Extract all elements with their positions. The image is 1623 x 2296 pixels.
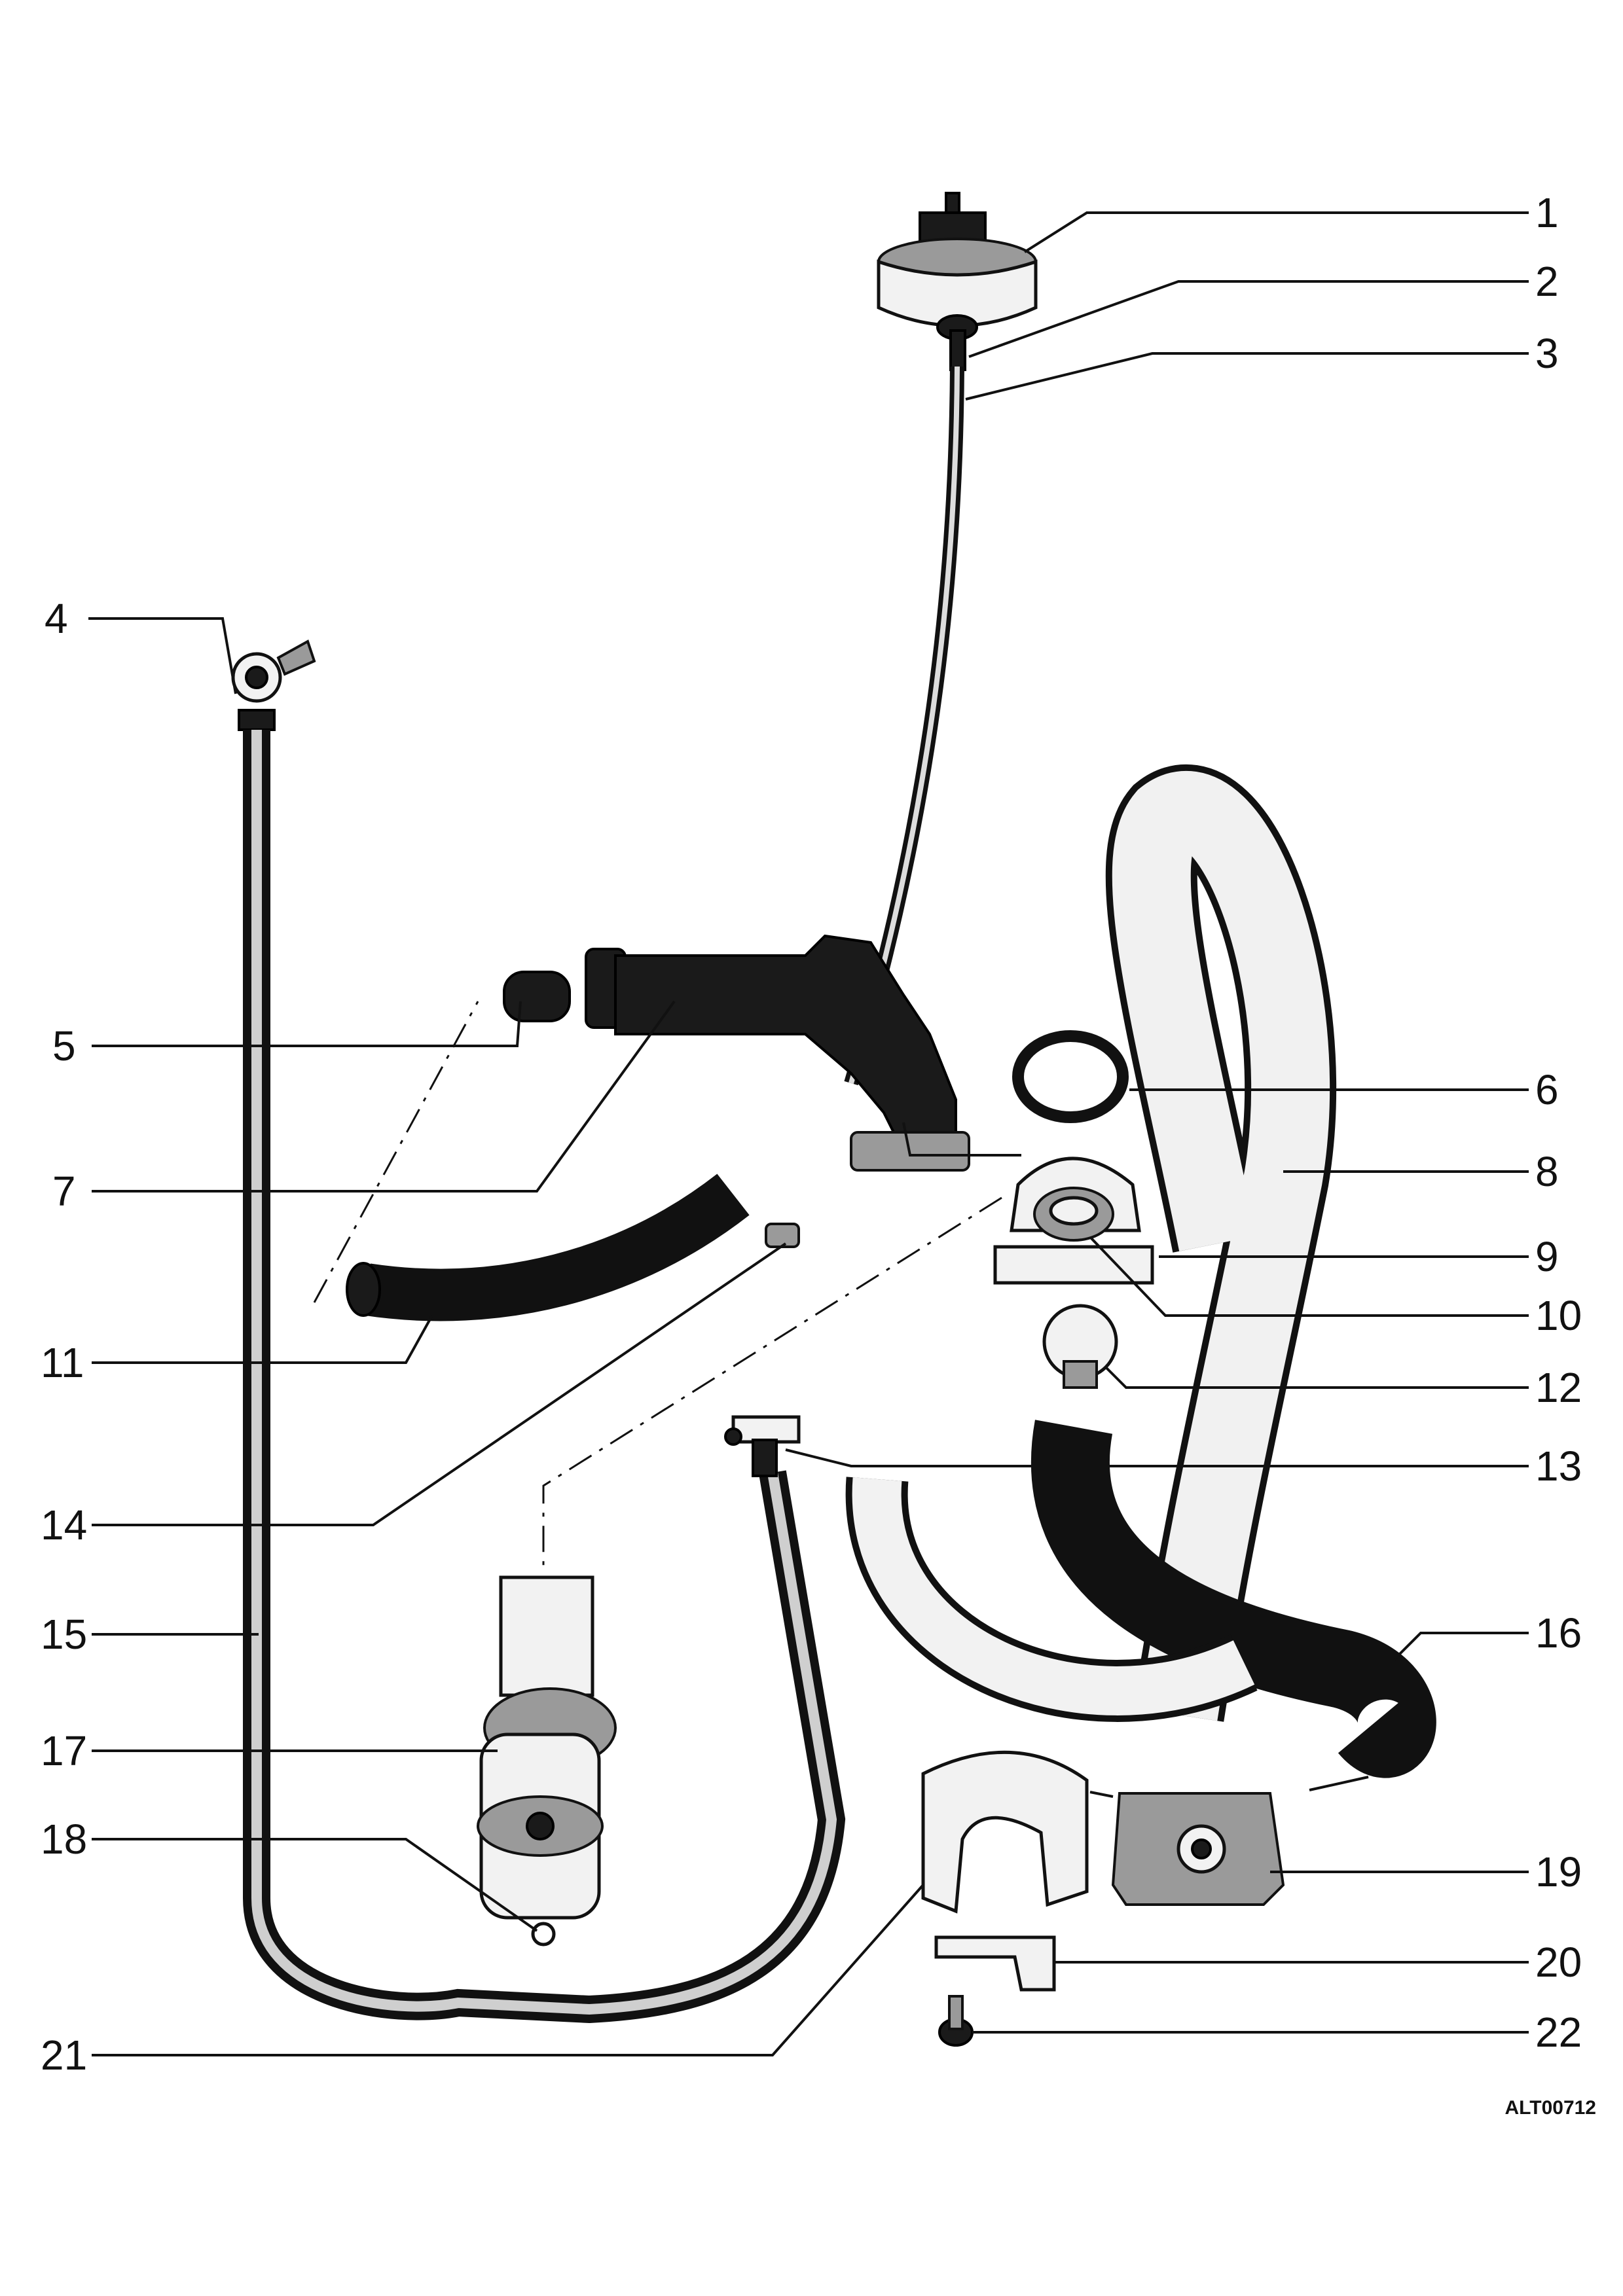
part-filter (477, 1575, 617, 1946)
part-black-hose (1030, 1420, 1436, 1778)
callout-21: 21 (41, 2032, 87, 2079)
part-inlet-hose (243, 730, 846, 2024)
callout-13: 13 (1535, 1443, 1582, 1490)
callout-10: 10 (1535, 1292, 1582, 1339)
part-y-connector (724, 1415, 801, 1477)
part-drain-hose (1105, 764, 1336, 1722)
part-bracket (921, 1750, 1089, 1914)
part-pump-motor (1111, 1792, 1285, 1906)
callout-14: 14 (41, 1501, 87, 1549)
part-small-connector (765, 1223, 800, 1248)
callout-labels: 1 2 3 4 5 6 7 8 9 10 11 12 13 14 15 16 1… (41, 189, 1582, 2079)
callout-6: 6 (1535, 1066, 1559, 1113)
callout-8: 8 (1535, 1148, 1559, 1195)
callout-5: 5 (52, 1022, 76, 1069)
part-end-cap (503, 971, 571, 1022)
part-clip (934, 1935, 1056, 1992)
callout-15: 15 (41, 1611, 87, 1658)
callout-3: 3 (1535, 330, 1559, 377)
leader-lines (88, 211, 1529, 2056)
part-pressure-switch (877, 192, 1038, 371)
callout-1: 1 (1535, 189, 1559, 236)
callout-9: 9 (1535, 1233, 1559, 1280)
callout-2: 2 (1535, 258, 1559, 305)
part-seal-ring (1012, 1030, 1129, 1123)
callout-17: 17 (41, 1727, 87, 1774)
callout-11: 11 (41, 1339, 84, 1386)
part-tap-fitting (231, 639, 316, 731)
callout-19: 19 (1535, 1848, 1582, 1895)
drawing-code: ALT00712 (1504, 2097, 1596, 2119)
callout-12: 12 (1535, 1364, 1582, 1411)
callout-16: 16 (1535, 1609, 1582, 1657)
part-screw (938, 1995, 974, 2047)
part-pump-housing (993, 1157, 1154, 1389)
part-curved-hose (363, 1174, 750, 1321)
callout-22: 22 (1535, 2009, 1582, 2056)
callout-20: 20 (1535, 1939, 1582, 1986)
callout-18: 18 (41, 1816, 87, 1863)
part-bellows-hose (585, 934, 970, 1172)
callout-4: 4 (45, 595, 68, 642)
callout-7: 7 (52, 1168, 76, 1215)
